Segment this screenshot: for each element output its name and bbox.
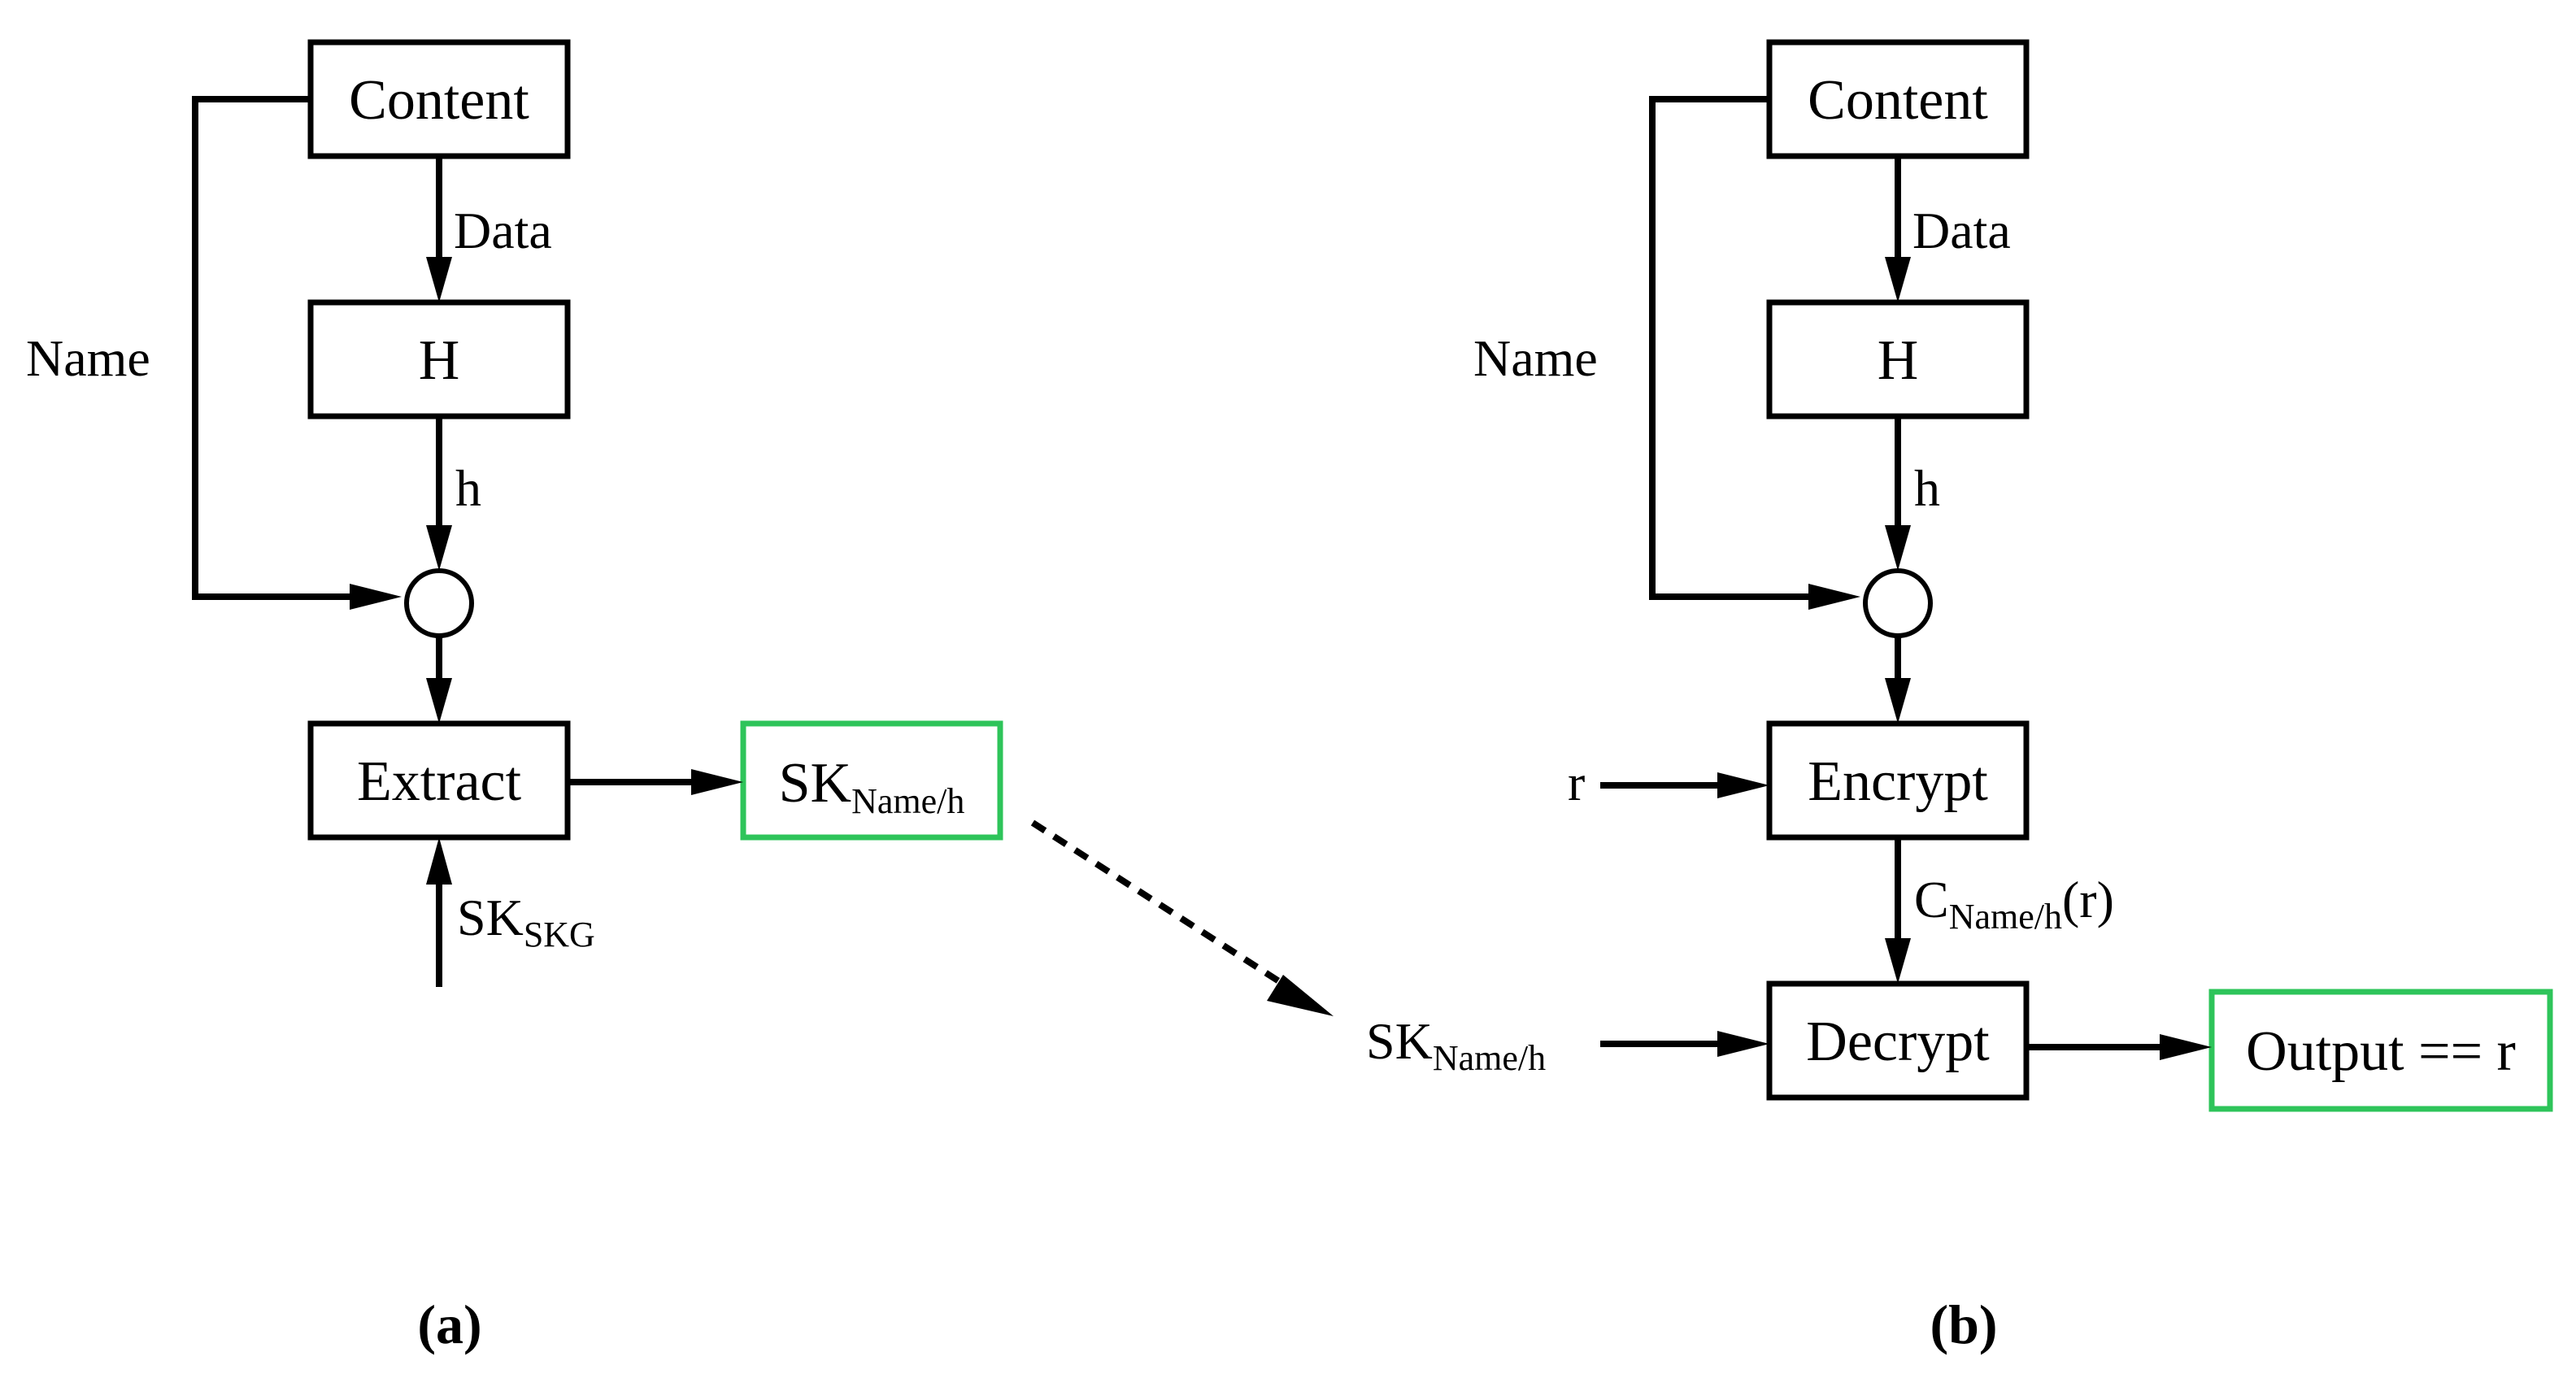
output-label-b: Output == r [2246,1020,2516,1083]
key-transfer-arrowhead [1267,975,1334,1016]
h-arrowhead-b [1885,525,1911,571]
name-loop-a [192,96,351,600]
encrypt-label-b: Encrypt [1808,750,1988,813]
hash-label-b: H [1878,329,1919,392]
data-label-b: Data [1912,202,2011,259]
panel-b: Content H Encrypt Decrypt Output == r Da… [1366,39,2553,1355]
combine-arrowhead-b [1885,678,1911,724]
data-label-a: Data [454,202,552,259]
name-arrowhead-a [350,584,402,610]
combine-node-a [404,568,474,638]
received-key-label-b: SKName/h [1366,1012,1546,1078]
key-transfer-arrow [1030,819,1295,993]
extract-out-arrowhead-a [691,769,743,795]
combine-node-b [1863,568,1933,638]
hash-label-a: H [419,329,460,392]
private-key-label-a: SKName/h [779,752,965,821]
decrypt-box-b [1766,980,2030,1101]
h-label-b: h [1914,459,1940,517]
decrypt-label-b: Decrypt [1806,1011,1990,1073]
content-label-a: Content [349,69,529,132]
caption-b: (b) [1930,1293,1997,1355]
data-arrowhead-a [426,257,452,302]
r-label-b: r [1568,754,1585,811]
r-arrowhead-b [1717,772,1769,798]
extract-label-a: Extract [357,750,522,813]
encrypt-box-b [1766,720,2030,841]
cipher-label-b: CName/h(r) [1914,871,2114,937]
name-arrowhead-b [1808,584,1860,610]
output-box-b [2208,989,2553,1112]
h-arrowhead-a [426,525,452,571]
panel-a: Content H Extract SKName/h Data h Name S… [26,39,1003,1355]
cipher-arrowhead-b [1885,938,1911,984]
content-label-b: Content [1808,69,1988,132]
caption-a: (a) [417,1293,481,1355]
data-arrowhead-b [1885,257,1911,302]
h-label-a: h [455,459,481,517]
name-label-a: Name [26,329,150,387]
decrypt-out-arrowhead-b [2160,1034,2212,1060]
name-label-b: Name [1473,329,1598,387]
combine-arrowhead-a [426,678,452,724]
name-loop-b [1649,96,1810,600]
master-key-label-a: SKSKG [457,889,595,954]
key-in-arrowhead-b [1717,1031,1769,1057]
private-key-box-a [740,720,1003,841]
master-key-arrowhead-a [426,837,452,885]
